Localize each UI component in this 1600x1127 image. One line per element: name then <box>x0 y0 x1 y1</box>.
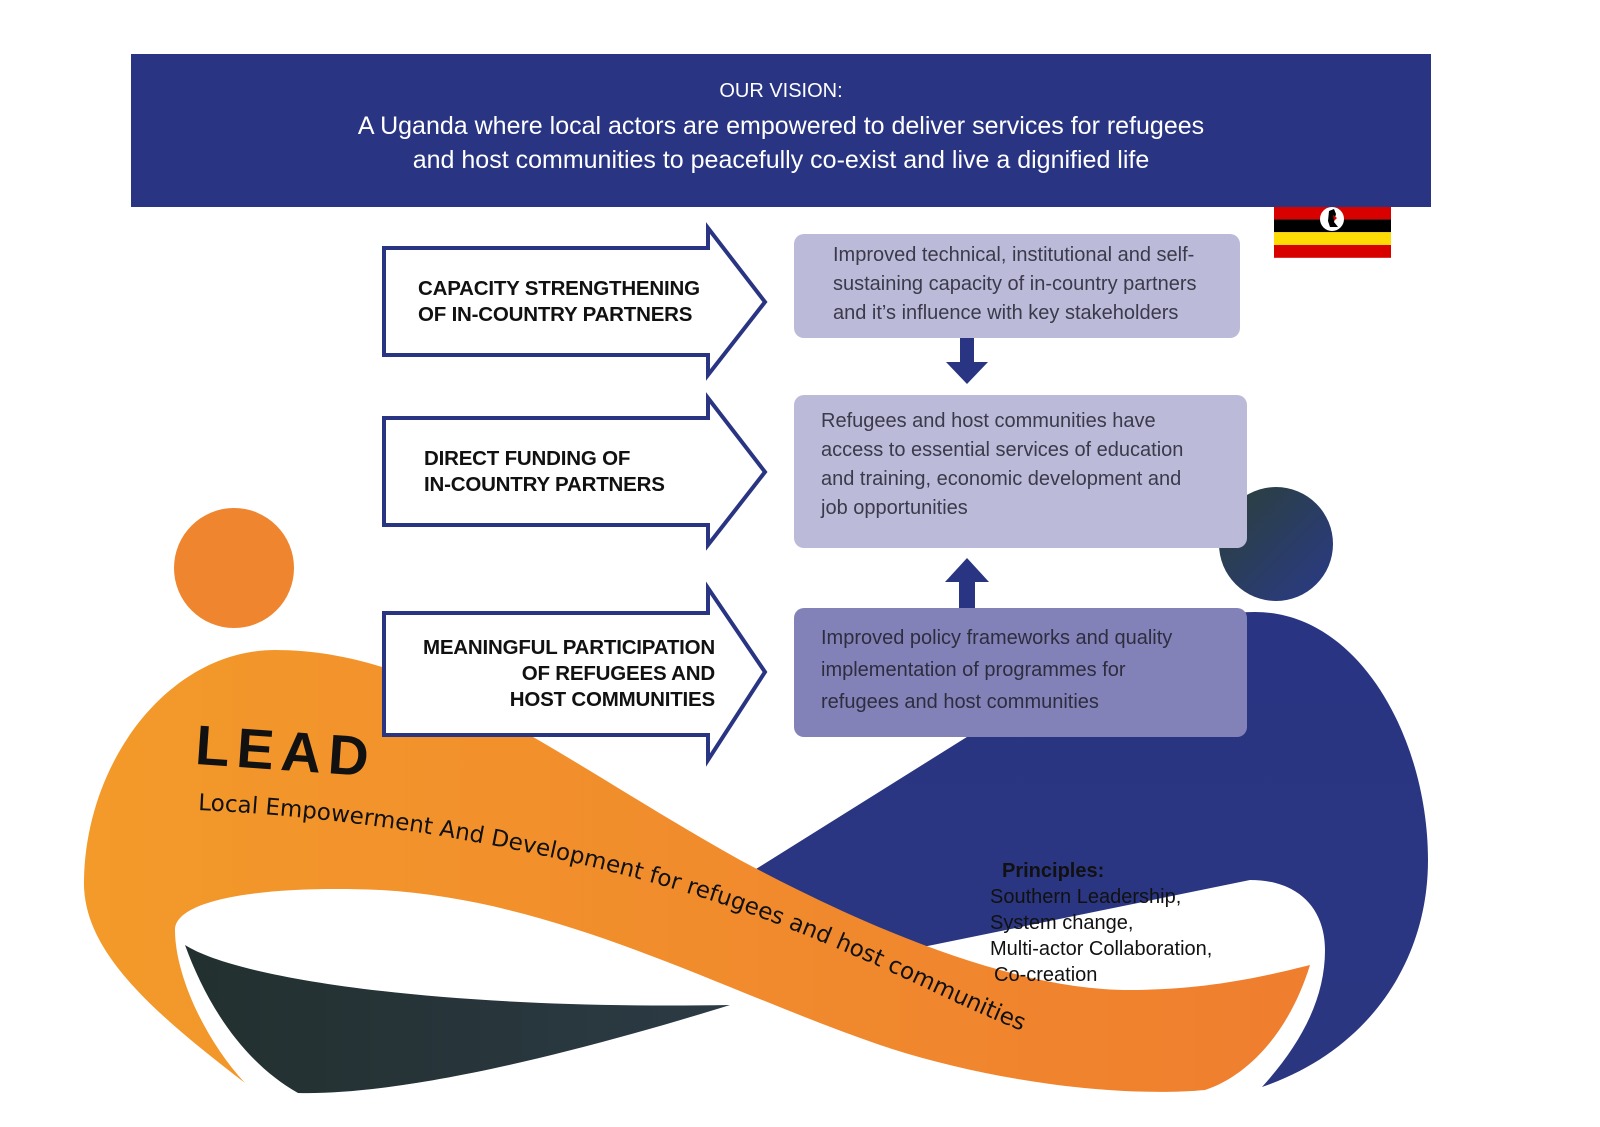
outcome-capacity-box: Improved technical, institutional and se… <box>794 234 1240 338</box>
principles-heading: Principles: <box>1002 860 1105 882</box>
pathway-arrow-1 <box>382 222 768 381</box>
principle-item: Southern Leadership, <box>990 886 1182 908</box>
arrow-up-icon <box>945 558 989 608</box>
lead-title: LEAD <box>193 712 378 789</box>
vision-statement-line-2: and host communities to peacefully co-ex… <box>412 146 1150 174</box>
vision-banner: OUR VISION: A Uganda where local actors … <box>131 54 1431 207</box>
outcome-policy-box: Improved policy frameworks and quality i… <box>794 608 1247 737</box>
principle-item: System change, <box>990 912 1134 934</box>
principle-item: Multi-actor Collaboration, <box>990 938 1213 960</box>
pathway-arrow-2 <box>382 392 768 551</box>
pathway-arrow-3 <box>382 581 768 767</box>
orange-ribbon <box>83 650 1310 1092</box>
principle-item: Co-creation <box>994 964 1098 986</box>
dark-swoosh <box>185 945 730 1094</box>
orange-figure-head <box>174 508 294 628</box>
arrow-down-icon <box>946 338 988 384</box>
principles-list: Principles: Southern Leadership, System … <box>990 858 1250 988</box>
navy-figure-body <box>748 612 1428 1087</box>
vision-label: OUR VISION: <box>719 80 843 102</box>
vision-statement-line-1: A Uganda where local actors are empowere… <box>357 112 1205 140</box>
pathway-label-participation: MEANINGFUL PARTICIPATION OF REFUGEES AND… <box>422 636 715 711</box>
navy-figure-head <box>1219 487 1333 601</box>
pathway-label-funding: DIRECT FUNDING OF IN-COUNTRY PARTNERS <box>424 447 665 496</box>
outcome-services-box: Refugees and host communities have acces… <box>794 395 1247 548</box>
pathway-label-capacity: CAPACITY STRENGTHENING OF IN-COUNTRY PAR… <box>418 277 700 326</box>
